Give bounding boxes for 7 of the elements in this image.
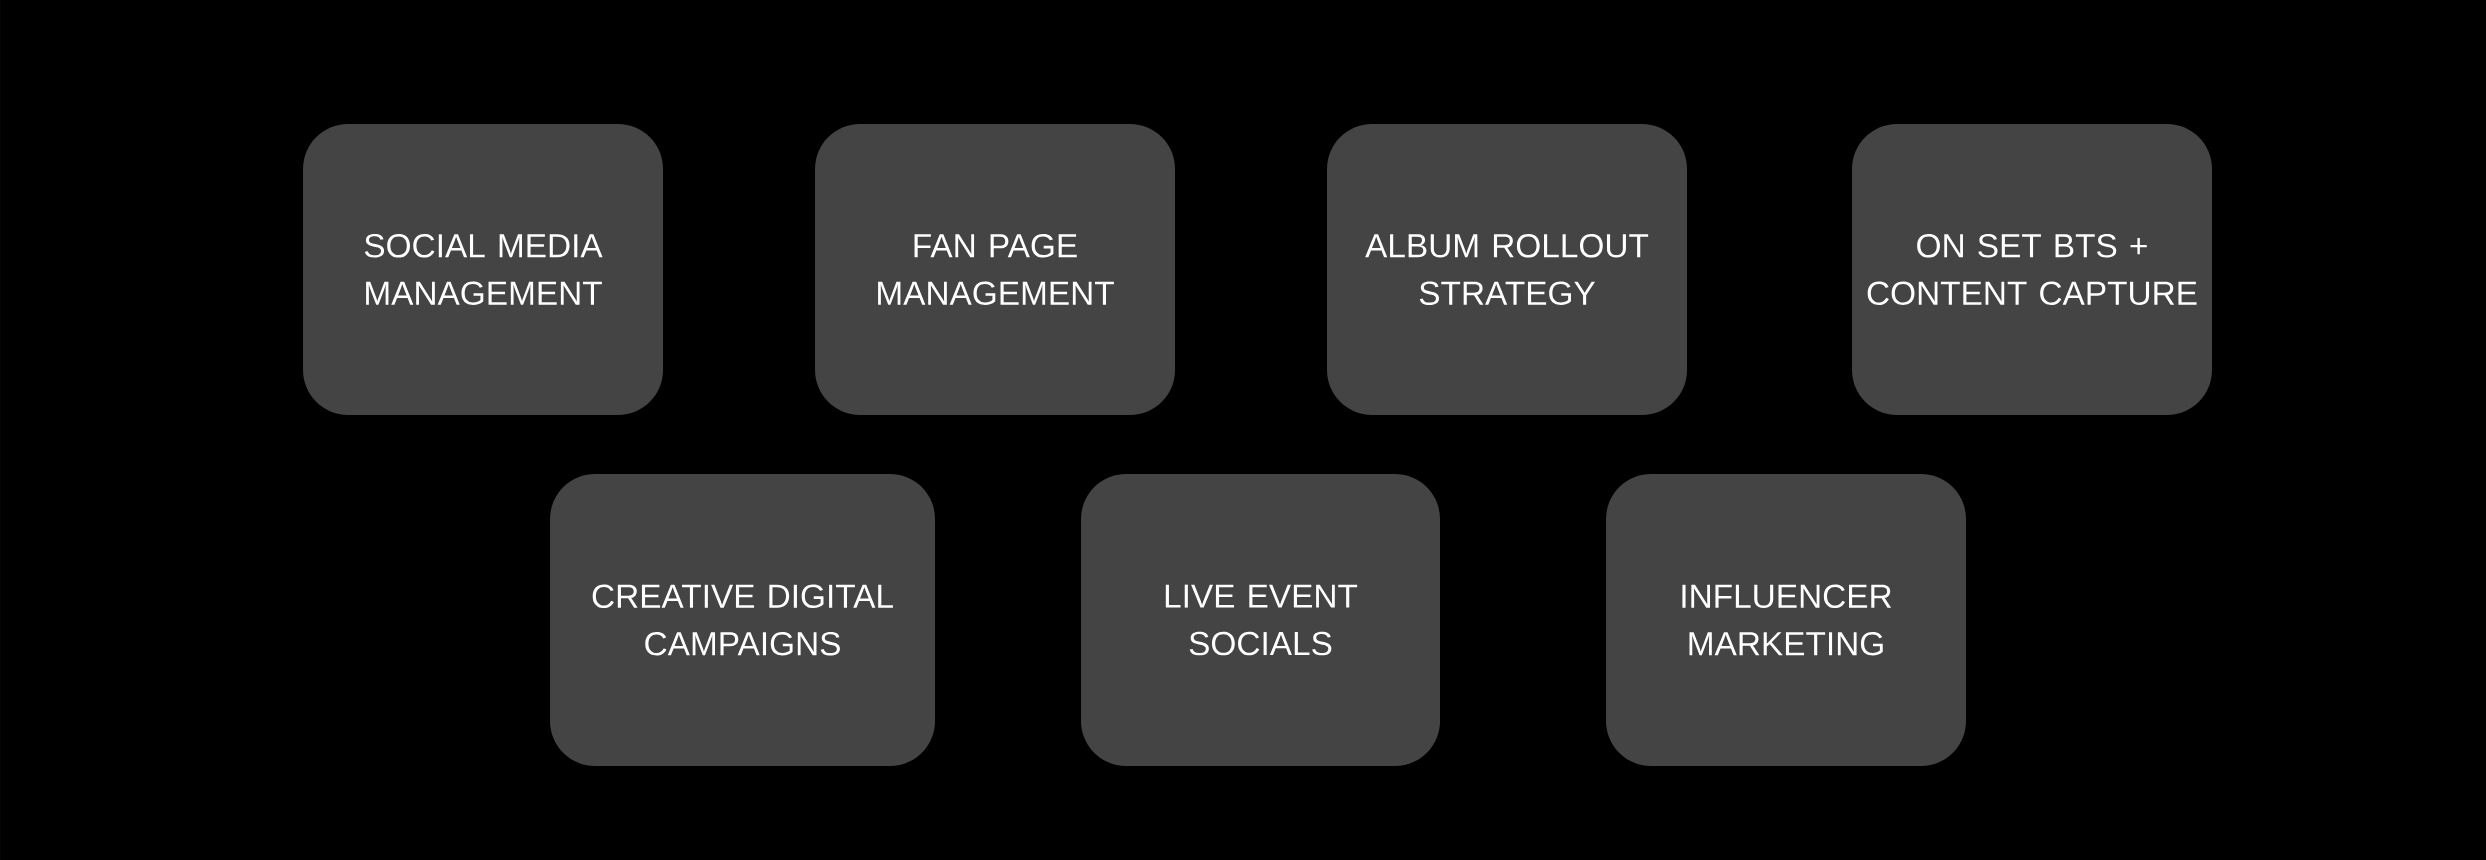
service-box: LIVE EVENT SOCIALS (1081, 474, 1440, 766)
service-box: INFLUENCER MARKETING (1606, 474, 1966, 766)
service-box: ALBUM ROLLOUT STRATEGY (1327, 124, 1687, 415)
service-box: ON SET BTS + CONTENT CAPTURE (1852, 124, 2212, 415)
service-box: CREATIVE DIGITAL CAMPAIGNS (550, 474, 935, 766)
service-box: FAN PAGE MANAGEMENT (815, 124, 1175, 415)
service-box: SOCIAL MEDIA MANAGEMENT (303, 124, 663, 415)
